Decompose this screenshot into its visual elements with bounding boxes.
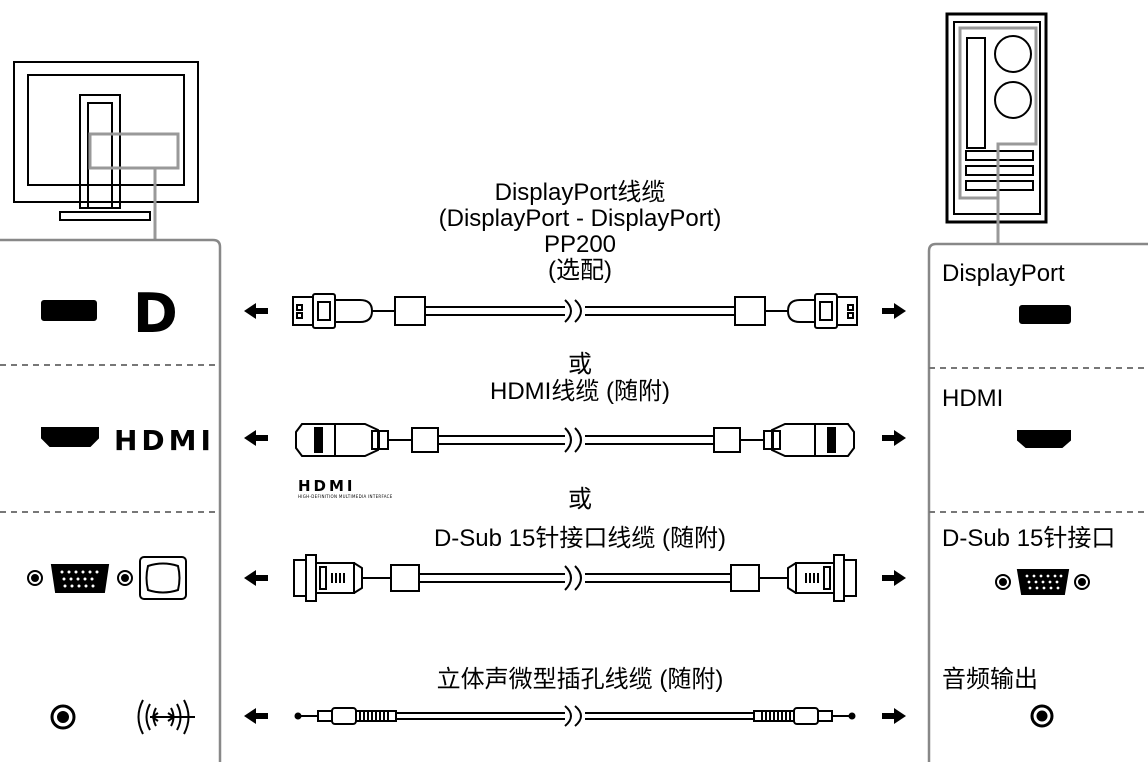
arrow-left-icon: [244, 708, 268, 724]
arrow-right-icon: [882, 570, 906, 586]
arrow-right-icon: [882, 430, 906, 446]
or-label: 或: [568, 351, 592, 378]
hdmi-cable-label: HDMI线缆 (随附): [490, 378, 670, 405]
monitor-icon: [13, 61, 199, 240]
audio-jack-icon: [50, 704, 76, 730]
hdmi-port-icon: [41, 427, 99, 447]
displayport-logo: D: [133, 282, 178, 345]
dp-cable-title: DisplayPort线缆: [494, 179, 666, 206]
dp-cable-subtitle: (DisplayPort - DisplayPort): [438, 205, 722, 232]
hdmi-cable-icon: [295, 423, 855, 457]
hdmi-small-logo-tagline: HIGH-DEFINITION MULTIMEDIA INTERFACE: [298, 494, 393, 499]
pc-displayport-port-icon: [1019, 305, 1071, 324]
dp-cable-note: (选配): [548, 257, 612, 284]
pc-hdmi-label: HDMI: [942, 385, 1004, 412]
pc-tower-icon: [945, 12, 1048, 244]
arrow-left-icon: [244, 303, 268, 319]
pc-audio-label: 音频输出: [942, 666, 1038, 693]
audio-cable-icon: [294, 705, 856, 727]
pc-dsub-label: D-Sub 15针接口: [942, 525, 1116, 552]
audio-cable-label: 立体声微型插孔线缆 (随附): [436, 666, 724, 693]
vga-port-icon: [27, 564, 133, 593]
pc-audio-jack-icon: [1030, 704, 1054, 728]
audio-io-symbol-icon: [137, 699, 195, 735]
displayport-port-icon: [41, 300, 97, 321]
or-label: 或: [568, 486, 592, 513]
arrow-right-icon: [882, 303, 906, 319]
hdmi-small-logo: HDMI: [298, 477, 356, 495]
dp-cable-model: PP200: [543, 231, 617, 258]
pc-displayport-label: DisplayPort: [942, 260, 1065, 287]
hdmi-logo: HDMI: [114, 424, 215, 457]
pc-hdmi-port-icon: [1017, 430, 1071, 448]
arrow-left-icon: [244, 570, 268, 586]
monitor-port-panel: [0, 238, 222, 762]
arrow-left-icon: [244, 430, 268, 446]
pc-port-panel: [927, 242, 1148, 762]
arrow-right-icon: [882, 708, 906, 724]
vga-symbol-icon: [139, 556, 187, 600]
dsub-cable-label: D-Sub 15针接口线缆 (随附): [433, 525, 727, 552]
pc-vga-port-icon: [995, 569, 1090, 595]
displayport-cable-icon: [292, 293, 858, 329]
dsub-cable-icon: [293, 554, 857, 602]
